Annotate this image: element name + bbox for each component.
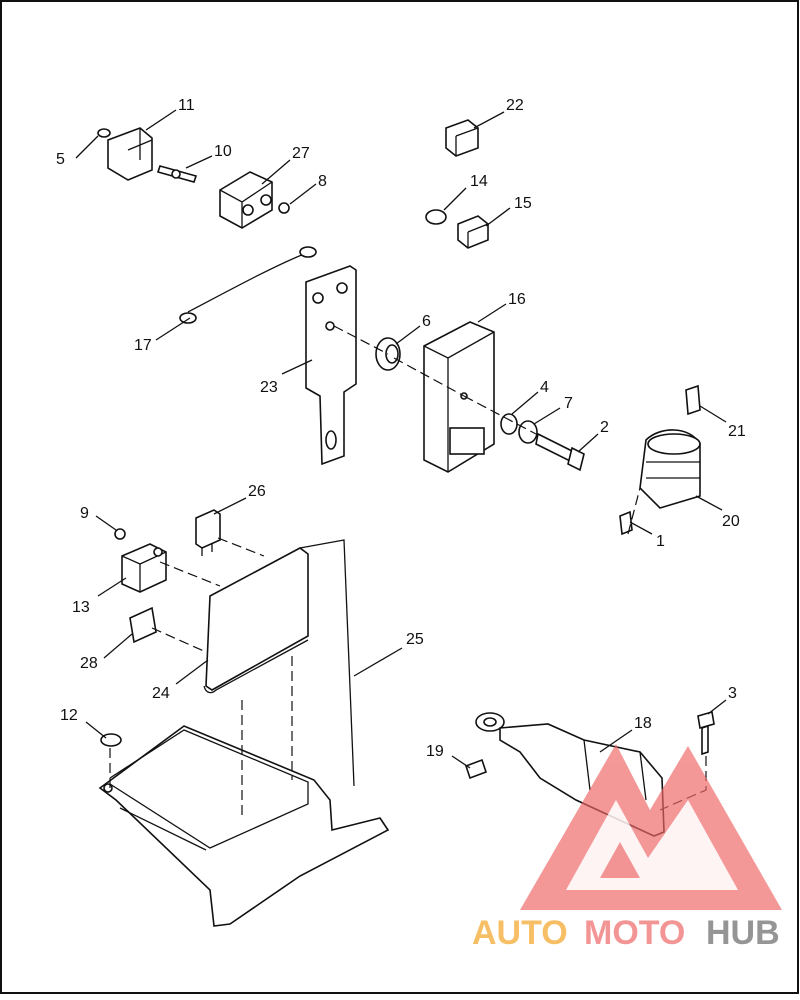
callout-21: 21 (728, 423, 746, 440)
part-7-washer (518, 420, 538, 444)
callout-23: 23 (260, 379, 278, 396)
callout-8: 8 (318, 173, 327, 190)
callout-15: 15 (514, 195, 532, 212)
callout-20: 20 (722, 513, 740, 530)
callout-12: 12 (60, 707, 78, 724)
part-22-switch (445, 119, 479, 157)
callout-labels: 11 5 10 27 8 22 14 15 17 16 6 23 4 7 2 2… (56, 97, 746, 760)
part-1-screw (619, 510, 633, 536)
part-10-pin (156, 165, 198, 183)
watermark-text-auto: AUTO (472, 914, 568, 952)
callout-16: 16 (508, 291, 526, 308)
part-20-solenoid (639, 429, 701, 509)
part-26-fuse (195, 509, 221, 556)
part-8-nut (278, 202, 290, 214)
callout-14: 14 (470, 173, 488, 190)
callout-25: 25 (406, 631, 424, 648)
part-25-tray (98, 539, 390, 927)
watermark-text-hub: HUB (706, 914, 780, 952)
callout-10: 10 (214, 143, 232, 160)
part-15-sender (457, 215, 489, 249)
automotohub-watermark: AUTO MOTO HUB (472, 744, 782, 952)
callout-2: 2 (600, 419, 609, 436)
callout-19: 19 (426, 743, 444, 760)
part-13-relay (121, 543, 167, 593)
part-24-cover (203, 547, 309, 694)
watermark-text-moto: MOTO (584, 914, 685, 952)
part-9-nut (114, 528, 126, 540)
part-3-bolt (697, 710, 715, 756)
part-28-label (129, 606, 157, 644)
callout-3: 3 (728, 685, 737, 702)
part-12-grommet (100, 733, 122, 747)
part-19-clip (464, 758, 488, 780)
callout-27: 27 (292, 145, 310, 162)
part-17-ground-strap (179, 246, 317, 324)
callout-22: 22 (506, 97, 524, 114)
callout-1: 1 (656, 533, 665, 550)
callout-17: 17 (134, 337, 152, 354)
part-23-mounting-plate (305, 265, 357, 466)
callout-7: 7 (564, 395, 573, 412)
part-2-bolt (535, 432, 585, 472)
callout-28: 28 (80, 655, 98, 672)
part-5-washer (97, 128, 111, 138)
callout-18: 18 (634, 715, 652, 732)
leader-lines (75, 109, 727, 769)
callout-13: 13 (72, 599, 90, 616)
callout-26: 26 (248, 483, 266, 500)
part-4-washer (500, 413, 518, 435)
callout-6: 6 (422, 313, 431, 330)
part-11-bracket (97, 127, 153, 181)
part-27-circuit-breaker (219, 171, 290, 229)
callout-11: 11 (178, 97, 195, 114)
callout-24: 24 (152, 685, 170, 702)
part-16-module (423, 321, 495, 473)
callout-4: 4 (540, 379, 549, 396)
callout-5: 5 (56, 151, 65, 168)
part-21-clip (685, 384, 701, 416)
part-14-o-ring (425, 209, 447, 225)
callout-9: 9 (80, 505, 89, 522)
